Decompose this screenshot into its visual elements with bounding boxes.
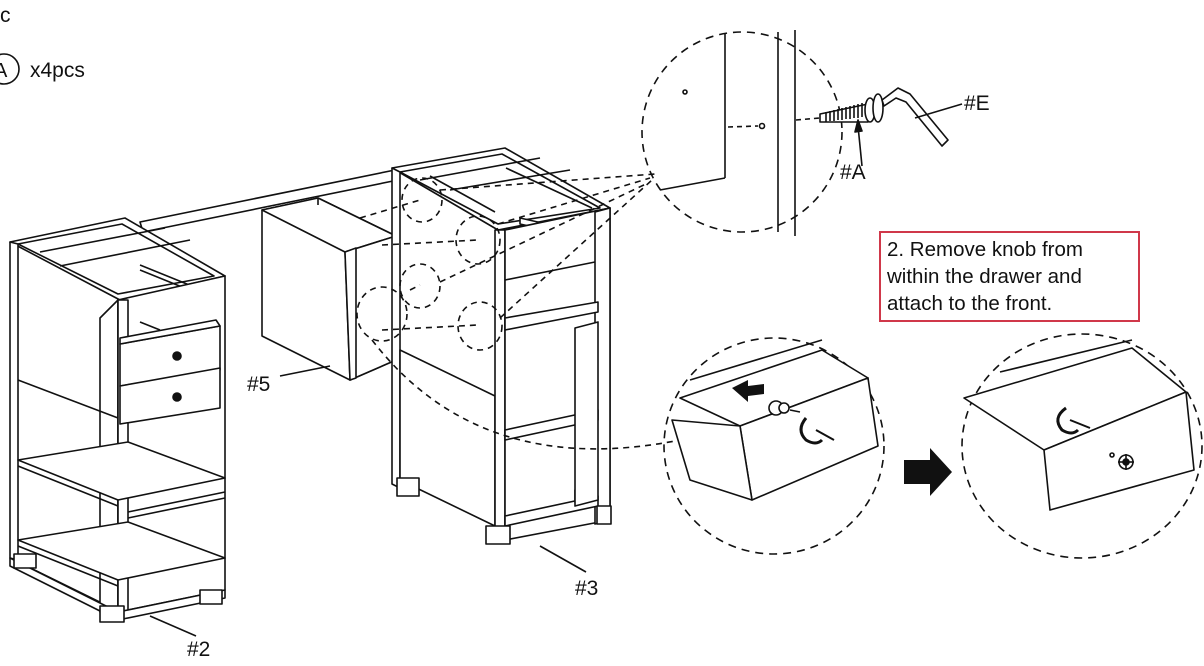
right-cabinet	[391, 147, 612, 545]
arrow-left-icon	[732, 380, 764, 402]
knob-icon	[172, 351, 182, 402]
note-line-1: 2. Remove knob from	[887, 238, 1083, 261]
left-cabinet	[9, 217, 226, 623]
quantity-label: x4pcs	[30, 59, 85, 82]
note-line-3: attach to the front.	[887, 292, 1053, 315]
label-part-3: #3	[575, 577, 599, 600]
rotate-icon	[799, 417, 835, 445]
part-a-badge	[0, 53, 20, 85]
corner-letter: c	[0, 4, 11, 27]
knob-detail-before	[663, 337, 885, 555]
label-part-a: #A	[840, 161, 866, 184]
screw-icon	[819, 93, 884, 123]
knob-detail-after	[961, 333, 1203, 559]
note-line-2: within the drawer and	[887, 265, 1082, 288]
instruction-note: 2. Remove knob from within the drawer an…	[879, 231, 1140, 322]
label-part-5: #5	[247, 373, 271, 396]
arrow-right-icon	[904, 448, 952, 496]
knob-icon	[1118, 454, 1134, 470]
left-drawer-bottom	[119, 367, 221, 425]
part-a-letter: A	[0, 60, 8, 82]
allen-key-icon	[881, 87, 949, 147]
label-part-e: #E	[964, 92, 990, 115]
screw-detail-zoom	[641, 30, 843, 236]
drawer-5	[261, 197, 397, 381]
dashed-guides	[356, 173, 681, 450]
label-part-2: #2	[187, 638, 211, 661]
